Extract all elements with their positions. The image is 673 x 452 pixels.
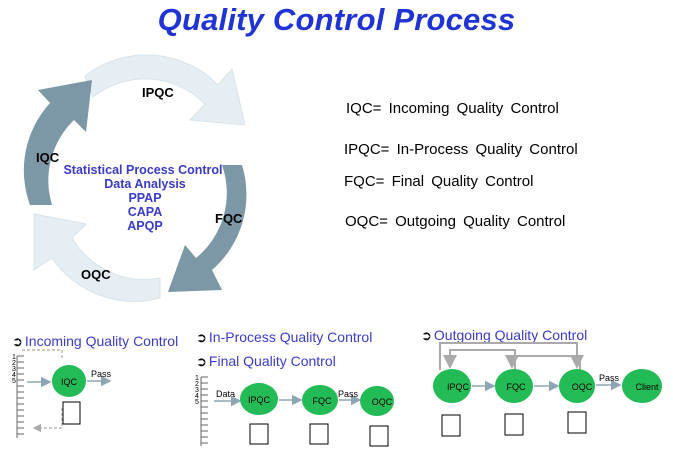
rack-number: 3 [12,366,16,373]
inprocess-pass-label: Pass [338,389,359,399]
inprocess-node-fqc-label: FQC [313,396,332,406]
incoming-node-iqc-label: IQC [61,377,78,387]
rack-number: 1 [195,375,199,382]
center-line-data-analysis: Data Analysis [104,177,186,191]
rack-number: 5 [12,378,16,385]
center-line-ppap: PPAP [128,191,161,205]
inprocess-data-label: Data [216,389,235,399]
rack-number: 4 [195,393,199,400]
incoming-pass-label: Pass [91,369,112,379]
rack-number: 2 [12,360,16,367]
stage-label-fqc: FQC [215,211,243,226]
heading-inprocess: ➲In-Process Quality Control [196,329,372,346]
heading-final: ➲Final Quality Control [196,353,336,370]
bullet-arrow-icon: ➲ [12,334,23,349]
outgoing-node-fqc-label: FQC [507,382,526,392]
center-line-apqp: APQP [127,219,162,233]
incoming-rack [16,355,24,438]
outgoing-node-client-label: Client [635,382,659,392]
outgoing-pass-label: Pass [599,373,620,383]
document-icon [441,414,461,437]
bullet-arrow-icon: ➲ [421,328,432,343]
outgoing-node-ipqc [433,369,471,403]
stage-label-ipqc: IPQC [142,85,174,100]
outgoing-node-fqc [495,369,533,403]
bullet-arrow-icon: ➲ [196,354,207,369]
definition-iqc: IQC= Incoming Quality Control [346,100,559,117]
rack-number: 4 [12,372,16,379]
document-icon [309,423,329,445]
document-icon [369,425,389,447]
definition-oqc: OQC= Outgoing Quality Control [345,213,566,230]
rack-number: 5 [195,399,199,406]
cycle-arrow-fqc [168,165,247,292]
document-icon [62,401,81,425]
rack-number: 1 [12,354,16,361]
inprocess-node-oqc-label: OQC [372,397,393,407]
heading-incoming: ➲Incoming Quality Control [12,333,178,350]
heading-outgoing: ➲Outgoing Quality Control [421,327,587,344]
definition-fqc: FQC= Final Quality Control [344,173,534,190]
rack-number: 2 [195,381,199,388]
bullet-arrow-icon: ➲ [196,330,207,345]
outgoing-feedback-3 [439,342,584,370]
cycle-arrow-oqc [33,213,161,302]
heading-inprocess-text: In-Process Quality Control [208,329,373,345]
inprocess-node-ipqc [240,383,278,415]
center-line-spc: Statistical Process Control [63,163,222,177]
incoming-node-iqc [52,365,86,397]
inprocess-node-ipqc-label: IPQC [248,395,271,405]
cycle-arrow-iqc [23,80,92,205]
document-icon [504,413,524,436]
incoming-return-path [32,408,63,433]
outgoing-node-client [622,369,662,403]
cycle-arrow-ipqc [84,54,246,126]
heading-incoming-text: Incoming Quality Control [24,333,179,349]
stage-label-iqc: IQC [36,150,60,165]
heading-final-text: Final Quality Control [208,353,336,369]
inprocess-node-fqc [302,385,338,415]
document-icon [567,411,587,434]
outgoing-feedback-2 [505,355,581,370]
stage-label-oqc: OQC [81,267,111,282]
outgoing-node-oqc-label: OQC [572,382,593,392]
center-line-capa: CAPA [128,205,163,219]
heading-outgoing-text: Outgoing Quality Control [433,327,588,343]
definition-ipqc: IPQC= In-Process Quality Control [344,141,578,158]
outgoing-node-ipqc-label: IPQC [447,382,470,392]
incoming-top-path [22,349,63,360]
outgoing-node-oqc [559,369,595,403]
outgoing-feedback-1 [443,349,516,370]
inprocess-rack [200,376,208,446]
document-icon [249,423,269,445]
inprocess-node-oqc [360,386,394,416]
rack-number: 3 [195,387,199,394]
page-title: Quality Control Process [157,2,516,37]
